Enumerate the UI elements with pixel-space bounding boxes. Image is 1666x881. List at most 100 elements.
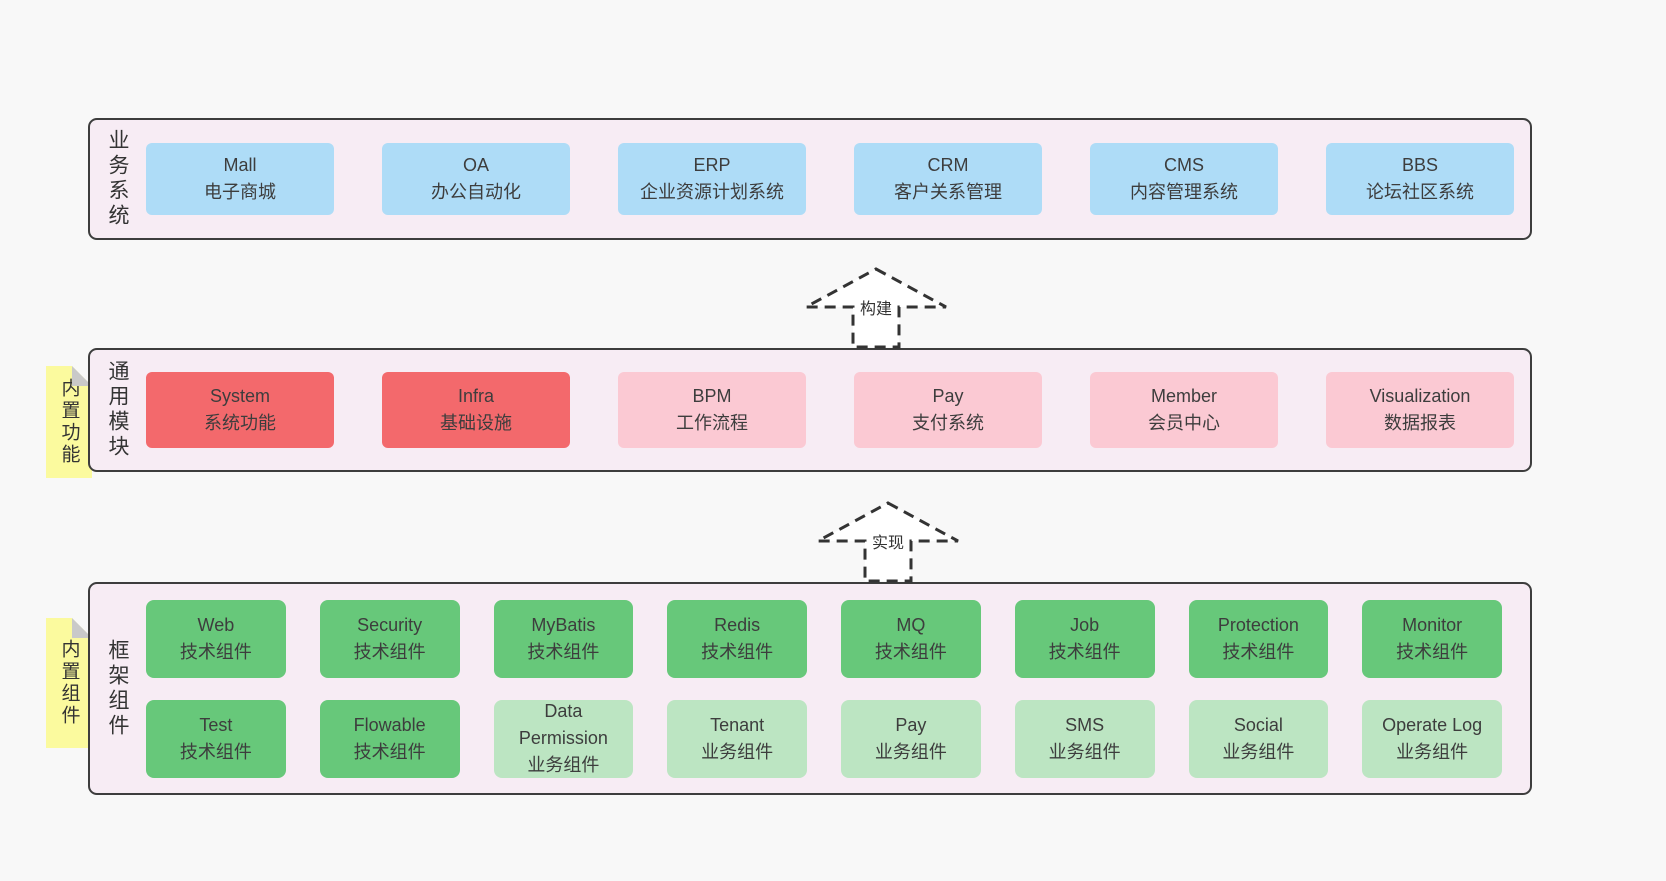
box-title: Web [197,615,235,635]
box-subtitle: 内容管理系统 [1130,182,1238,202]
box-subtitle: 客户关系管理 [894,182,1002,202]
box-pay-module: Pay 支付系统 [854,372,1042,448]
box-subtitle: 业务组件 [874,741,947,762]
sticky-note-text: 内置组件 [58,639,80,727]
box-subtitle: 业务组件 [1048,741,1121,762]
layer-framework-components: 框架组件 Web 技术组件 Security 技术组件 MyBatis 技术组件… [88,582,1532,795]
box-crm: CRM 客户关系管理 [854,143,1042,215]
arrow-build: 构建 [766,266,986,350]
box-subtitle: 技术组件 [701,642,774,662]
arrow-label: 构建 [856,299,896,321]
box-web: Web 技术组件 [146,600,286,678]
arrow-implement: 实现 [778,500,998,584]
box-title: SMS [1065,714,1105,735]
box-mq: MQ 技术组件 [841,600,981,678]
box-erp: ERP 企业资源计划系统 [618,143,806,215]
box-title: Pay [932,386,964,406]
box-subtitle: 会员中心 [1148,413,1220,433]
layer-common-modules: 通用模块 System 系统功能 Infra 基础设施 BPM 工作流程 Pay… [88,348,1532,472]
box-cms: CMS 内容管理系统 [1090,143,1278,215]
box-subtitle: 系统功能 [204,413,276,433]
box-bbs: BBS 论坛社区系统 [1326,143,1514,215]
box-subtitle: 业务组件 [527,755,600,775]
box-title: Operate Log [1382,714,1483,735]
box-operate-log: Operate Log 业务组件 [1362,699,1502,778]
box-mall: Mall 电子商城 [146,143,334,215]
box-title: MyBatis [531,615,596,635]
box-title: Job [1070,615,1100,635]
box-data-permission: Data Permission 业务组件 [493,699,634,778]
box-security: Security 技术组件 [319,600,460,678]
box-mybatis: MyBatis 技术组件 [493,600,634,678]
box-title: Visualization [1369,386,1471,406]
box-title: CRM [927,155,969,175]
box-subtitle: 业务组件 [1396,741,1469,762]
sticky-note-built-in-components: 内置组件 [46,618,92,748]
box-infra: Infra 基础设施 [382,372,570,448]
box-oa: OA 办公自动化 [382,143,570,215]
box-subtitle: 企业资源计划系统 [640,182,784,202]
box-subtitle: 技术组件 [527,642,600,662]
box-title: ERP [693,155,731,175]
box-subtitle: 技术组件 [179,642,252,662]
box-subtitle: 技术组件 [353,741,426,762]
box-tenant: Tenant 业务组件 [667,699,807,778]
box-redis: Redis 技术组件 [667,600,807,678]
box-monitor: Monitor 技术组件 [1362,600,1502,678]
box-title: CMS [1164,155,1204,175]
box-subtitle: 办公自动化 [431,182,521,202]
box-sms: SMS 业务组件 [1014,699,1155,778]
box-flowable: Flowable 技术组件 [319,699,460,778]
box-member: Member 会员中心 [1090,372,1278,448]
box-subtitle: 业务组件 [1222,741,1295,762]
box-subtitle: 工作流程 [676,413,748,433]
layer-label-business-systems: 业务系统 [106,129,129,229]
box-title: Member [1150,386,1217,406]
sticky-note-built-in-features: 内置功能 [46,366,92,478]
box-system: System 系统功能 [146,372,334,448]
box-title: OA [462,155,489,175]
box-title: Security [357,615,423,635]
box-title: System [209,386,270,406]
box-title: MQ [896,615,926,635]
box-job: Job 技术组件 [1014,600,1155,678]
box-test: Test 技术组件 [146,699,286,778]
sticky-note-text: 内置功能 [58,378,80,466]
box-social: Social 业务组件 [1188,699,1329,778]
components-boxes-grid: Web 技术组件 Security 技术组件 MyBatis 技术组件 Redi… [144,584,1530,793]
box-subtitle: 技术组件 [1048,642,1121,662]
box-title: Pay [895,714,927,735]
box-title: BBS [1401,155,1439,175]
box-subtitle: 技术组件 [1222,642,1295,662]
box-subtitle: 业务组件 [701,741,774,762]
box-title: Infra [457,386,495,406]
box-subtitle: 基础设施 [440,413,512,433]
box-title: Data Permission [518,701,608,748]
box-title: BPM [692,386,732,406]
box-subtitle: 技术组件 [353,642,426,662]
box-title: Flowable [353,714,426,735]
box-title: Mall [223,155,257,175]
box-subtitle: 数据报表 [1384,413,1456,433]
layer-label-framework-components: 框架组件 [106,638,129,739]
box-subtitle: 电子商城 [204,182,276,202]
box-subtitle: 支付系统 [912,413,984,433]
box-subtitle: 技术组件 [874,642,947,662]
box-title: Social [1233,714,1283,735]
box-title: Tenant [710,714,765,735]
box-title: Monitor [1402,615,1463,635]
box-subtitle: 技术组件 [1396,642,1469,662]
box-pay-component: Pay 业务组件 [841,699,981,778]
box-bpm: BPM 工作流程 [618,372,806,448]
box-subtitle: 技术组件 [179,741,252,762]
layer-label-common-modules: 通用模块 [106,360,129,460]
box-subtitle: 论坛社区系统 [1366,182,1474,202]
box-title: Protection [1217,615,1299,635]
arrow-label: 实现 [868,533,908,555]
modules-boxes-row: System 系统功能 Infra 基础设施 BPM 工作流程 Pay 支付系统… [144,350,1530,470]
box-title: Redis [714,615,761,635]
layer-business-systems: 业务系统 Mall 电子商城 OA 办公自动化 ERP 企业资源计划系统 CRM… [88,118,1532,240]
box-visualization: Visualization 数据报表 [1326,372,1514,448]
box-title: Test [199,714,233,735]
